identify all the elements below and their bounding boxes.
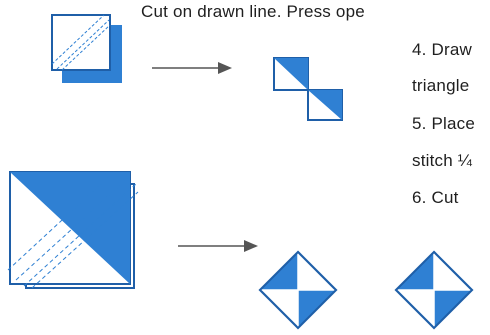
layered-square-icon — [7, 171, 139, 289]
instruction-step-5-continued: stitch ¼ — [412, 151, 473, 170]
half-square-triangle-pair-icon — [273, 57, 343, 121]
arrow-right-icon — [152, 62, 232, 74]
diamond-block-icon — [258, 250, 338, 330]
square-fabric-icon — [51, 14, 122, 83]
instruction-cut-line: Cut on drawn line. Press ope — [141, 2, 365, 21]
diamond-block-icon — [394, 250, 474, 330]
arrow-right-icon — [178, 240, 258, 252]
instruction-step-4-continued: triangle — [412, 76, 470, 95]
instruction-step-6: 6. Cut — [412, 188, 459, 207]
instruction-step-5: 5. Place — [412, 114, 476, 133]
instruction-step-4: 4. Draw — [412, 40, 472, 59]
